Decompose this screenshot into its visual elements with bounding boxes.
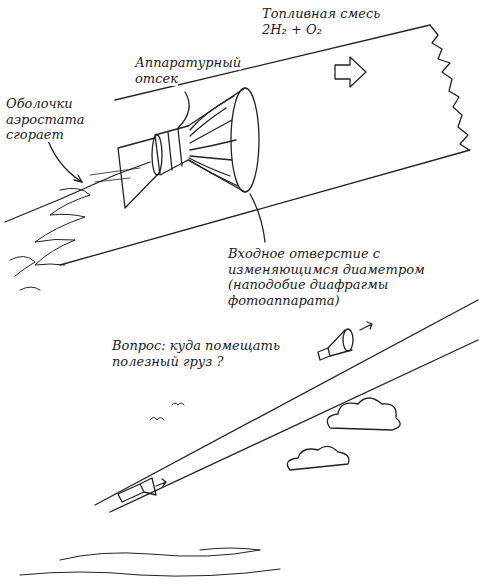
small-vehicle (318, 330, 352, 360)
cloud (327, 398, 400, 430)
trail-edge (95, 300, 478, 505)
jagged-end (430, 25, 469, 150)
small-vehicle (343, 329, 353, 351)
leader-arrowhead (74, 175, 82, 182)
cloud (287, 446, 349, 470)
compartment (168, 129, 182, 170)
annotation: Вопрос: куда помещать полезный груз ? (112, 338, 302, 369)
direction-arrow (335, 57, 366, 87)
small-arrow (360, 322, 372, 330)
leader-line (250, 194, 265, 242)
intake-cone (188, 88, 245, 192)
annotation: Оболочки аэростата сгорает (6, 96, 121, 143)
compartment (155, 126, 188, 175)
intake-ribs (189, 96, 238, 186)
annotation-text: Топливная смесь 2H₂ + O₂ (262, 6, 380, 37)
annotation: Входное отверстие с изменяющимся диаметр… (228, 246, 468, 308)
annotation: Аппаратурный отсек (135, 55, 245, 86)
annotation-text: Вопрос: куда помещать полезный груз ? (112, 338, 280, 369)
annotation-text: Аппаратурный отсек (135, 55, 241, 86)
burning-envelope (90, 168, 140, 182)
flames (35, 188, 90, 265)
compartment (152, 135, 162, 175)
water (20, 548, 280, 576)
nozzle (118, 138, 160, 208)
small-arrow (156, 479, 166, 486)
annotation-text: Оболочки аэростата сгорает (6, 96, 85, 142)
flames (10, 256, 40, 290)
small-vehicle (118, 478, 156, 502)
annotation-text: Входное отверстие с изменяющимся диаметр… (228, 246, 425, 308)
leader-line (178, 92, 189, 128)
annotation: Топливная смесь 2H₂ + O₂ (262, 6, 382, 37)
burning-envelope (5, 162, 150, 222)
bird (150, 403, 184, 420)
